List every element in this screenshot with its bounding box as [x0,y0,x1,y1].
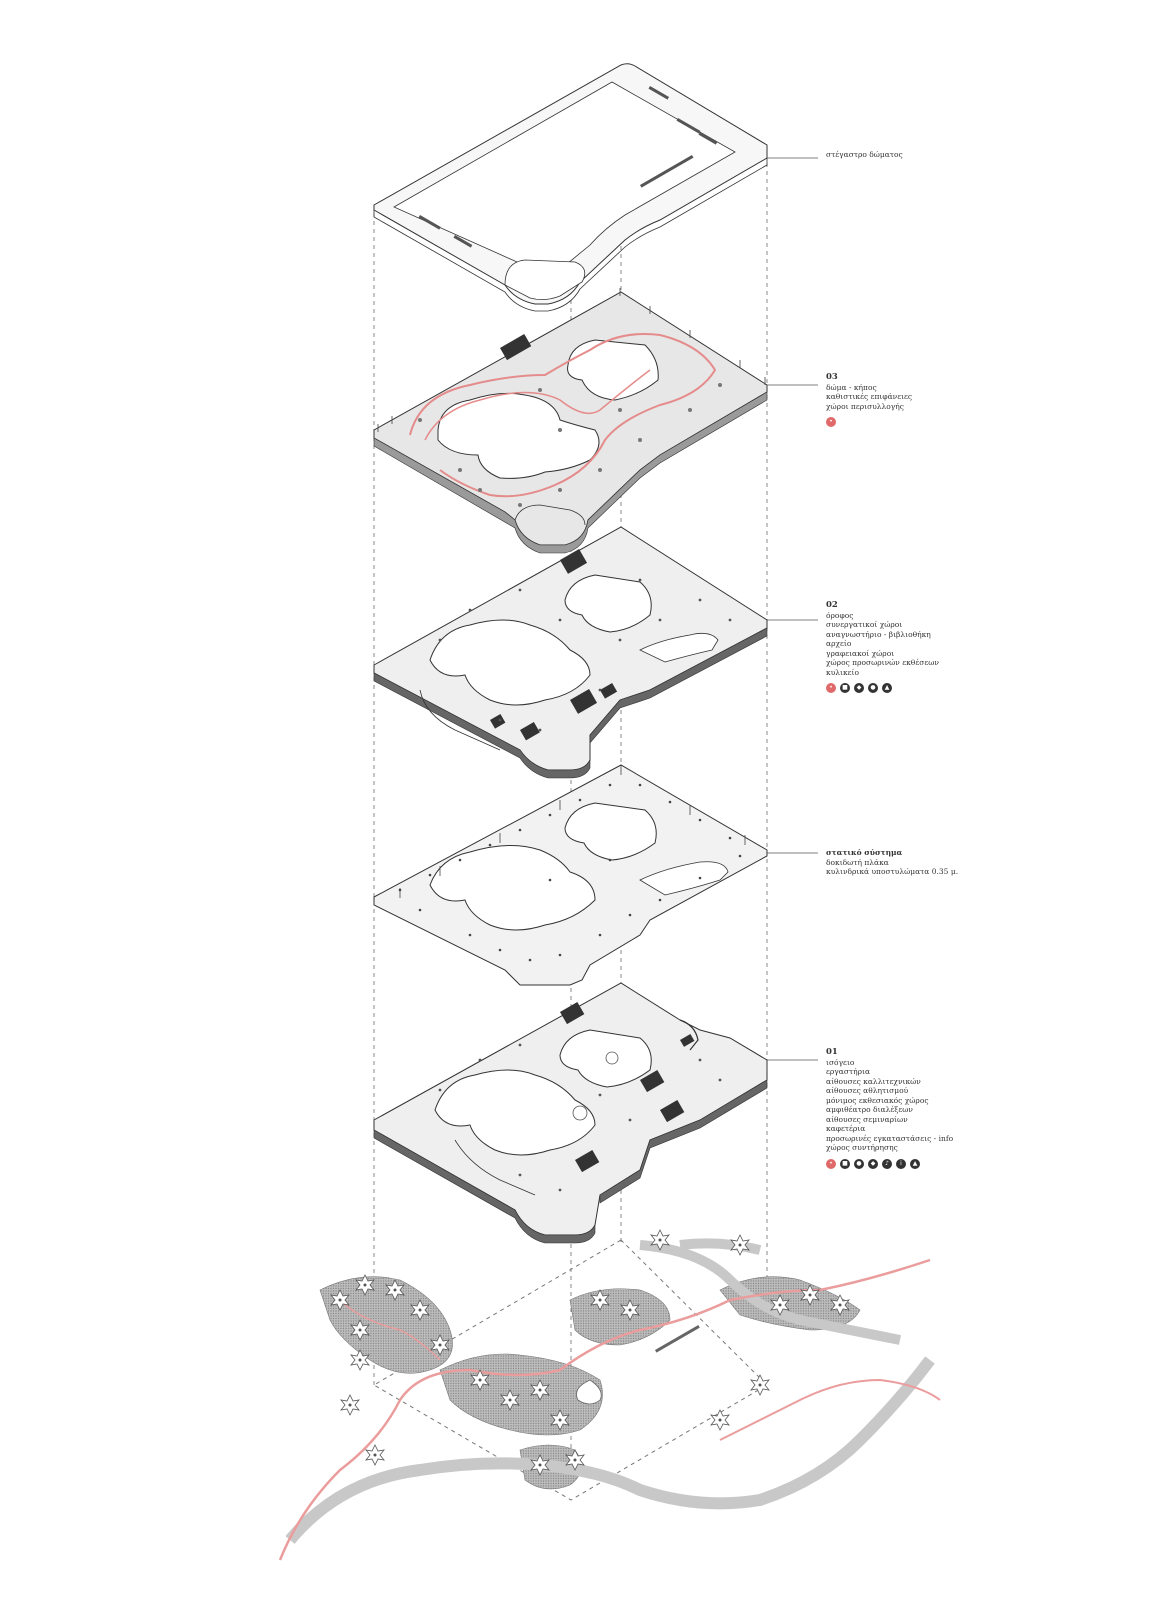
structure-label: στατικό σύστημα δοκιδωτή πλάκα κυλινδρικ… [826,848,958,877]
floor-label: 02 όροφος συνεργατικοί χώροι αναγνωστήρι… [826,600,939,693]
structure-item: δοκιδωτή πλάκα [826,857,889,867]
book-icon: ■ [840,1158,850,1169]
ground-title: ισόγειο [826,1057,855,1067]
ground-icons: • ■ ● ◆ ♪ i ▲ [826,1158,953,1169]
garden-item: χώροι περισυλλογής [826,401,904,411]
people-icon: ● [868,683,878,693]
floor-icons: • ■ ◆ ● ▲ [826,683,939,693]
site-landscape-layer [278,1229,941,1561]
garden-number: 03 [826,372,838,382]
wc-icon: ▲ [910,1158,920,1169]
floor-item: αρχείο [826,639,852,648]
ground-item: εργαστήρια [826,1067,871,1076]
first-floor-layer [373,526,768,779]
structure-item: κυλινδρικά υποστυλώματα 0.35 μ. [826,867,959,876]
sun-icon: • [826,417,836,427]
sun-icon: • [826,1158,836,1169]
floor-item: συνεργατικοί χώροι [826,620,903,629]
cup-icon: ◆ [854,683,864,693]
roof-label: στέγαστρο δώματος [826,150,903,159]
floor-item: γραφειακοί χώροι [826,648,895,658]
floor-item: κυλικείο [826,667,859,677]
roof-canopy-layer [373,63,768,312]
wc-icon: ▲ [882,683,892,693]
floor-item: αναγνωστήριο - βιβλιοθήκη [826,629,931,639]
ground-item: αίθουσες καλλιτεχνικών [826,1076,921,1086]
ground-number: 01 [826,1047,838,1057]
structural-system-layer [373,764,768,986]
music-icon: ♪ [882,1158,892,1169]
garden-label: 03 δώμα - κήπος καθιστικές επιφάνειες χώ… [826,372,913,427]
ground-label: 01 ισόγειο εργαστήρια αίθουσες καλλιτεχν… [826,1047,954,1169]
roof-title: στέγαστρο δώματος [826,150,903,159]
ground-item: αμφιθέατρο διαλέξεων [826,1105,913,1114]
garden-item: καθιστικές επιφάνειες [826,392,913,401]
roof-garden-layer [373,288,768,554]
floor-number: 02 [826,600,838,610]
ground-item: μόνιμος εκθεσιακός χώρος [826,1095,929,1105]
structure-title: στατικό σύστημα [826,848,903,857]
ground-item: αίθουσες αθλητισμού [826,1086,909,1095]
ground-floor-layer [373,982,768,1244]
ground-item: χώρος συντήρησης [826,1143,898,1152]
cup-icon: ◆ [868,1158,878,1169]
garden-icons: • [826,417,912,427]
ground-item: προσωρινές εγκαταστάσεις - info [826,1133,954,1143]
garden-title: δώμα - κήπος [826,382,877,392]
ground-item: αίθουσες σεμιναρίων [826,1114,908,1124]
info-icon: i [896,1158,906,1169]
people-icon: ● [854,1158,864,1169]
sun-icon: • [826,683,836,693]
ground-item: καφετέρια [826,1124,866,1133]
book-icon: ■ [840,683,850,693]
floor-title: όροφος [826,610,854,620]
floor-item: χώρος προσωρινών εκθέσεων [826,658,939,667]
